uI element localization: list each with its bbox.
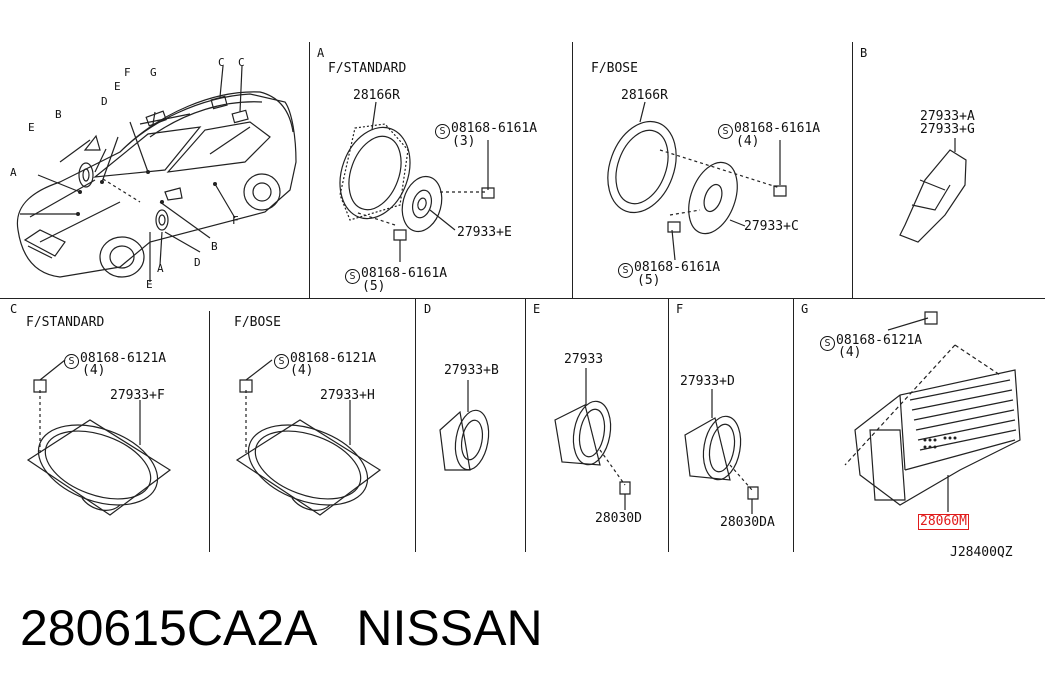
- a-bose-title: F/BOSE: [591, 61, 638, 76]
- bolt-symbol-icon: S: [435, 124, 450, 139]
- part-number: 280615CA2A: [20, 600, 315, 656]
- a-bose-frame-part: 28166R: [621, 88, 668, 103]
- callout-b-2: B: [211, 240, 218, 253]
- brand-name: NISSAN: [356, 600, 543, 656]
- a-standard-title: F/STANDARD: [328, 61, 407, 76]
- c-standard-title: F/STANDARD: [26, 315, 105, 330]
- bolt-symbol-icon: S: [64, 354, 79, 369]
- divider-c-std-bose: [209, 311, 210, 552]
- a-standard-bolt-qty: (3): [452, 134, 476, 149]
- callout-g: G: [150, 66, 157, 79]
- overview-panel: A B C C D E E F F G A B D E: [0, 42, 309, 298]
- callout-b: B: [55, 108, 62, 121]
- c-bose-title: F/BOSE: [234, 315, 281, 330]
- divider-overview-a: [309, 42, 310, 298]
- d-speaker-part: 27933+B: [444, 363, 499, 378]
- bolt-symbol-icon: S: [274, 354, 289, 369]
- callout-a-2: A: [157, 262, 164, 275]
- section-a-letter: A: [317, 46, 325, 60]
- divider-f-g: [793, 298, 794, 552]
- divider-a-b: [852, 42, 853, 298]
- e-bolt-part: 28030D: [595, 511, 642, 526]
- callout-c-2: C: [238, 56, 245, 69]
- a-bose-bolt-qty: (4): [736, 134, 760, 149]
- bolt-symbol-icon: S: [618, 263, 633, 278]
- car-illustration: [0, 42, 309, 298]
- section-g-letter: G: [801, 302, 809, 316]
- b-part-2: 27933+G: [920, 122, 975, 137]
- section-c-letter: C: [10, 302, 18, 316]
- section-d-letter: D: [424, 302, 432, 316]
- callout-e-3: E: [146, 278, 153, 291]
- a-standard-frame-part: 28166R: [353, 88, 400, 103]
- callout-a: A: [10, 166, 17, 179]
- section-f-letter: F: [676, 302, 684, 316]
- section-e-letter: E: [533, 302, 541, 316]
- c-bose-speaker-part: 27933+H: [320, 388, 375, 403]
- f-speaker-part: 27933+D: [680, 374, 735, 389]
- g-amp-part-highlight[interactable]: 28060M: [918, 514, 969, 530]
- c-bose-bolt-qty: (4): [290, 363, 314, 378]
- callout-c-1: C: [218, 56, 225, 69]
- bolt-symbol-icon: S: [345, 269, 360, 284]
- callout-f-2: F: [232, 214, 239, 227]
- a-bose-bolt2-qty: (5): [637, 273, 661, 288]
- callout-e-1: E: [28, 121, 35, 134]
- footer-line: 280615CA2A NISSAN: [20, 598, 543, 658]
- callout-e-2: E: [114, 80, 121, 93]
- a-bose-speaker-part: 27933+C: [744, 219, 799, 234]
- a-standard-bolt2-qty: (5): [362, 279, 386, 294]
- c-standard-speaker-part: 27933+F: [110, 388, 165, 403]
- e-speaker-part: 27933: [564, 352, 604, 367]
- g-bolt-qty: (4): [838, 345, 862, 360]
- a-standard-speaker-part: 27933+E: [457, 225, 512, 240]
- callout-d: D: [101, 95, 108, 108]
- bolt-symbol-icon: S: [820, 336, 835, 351]
- f-bolt-part: 28030DA: [720, 515, 775, 530]
- divider-a-standard-bose: [572, 42, 573, 298]
- callout-d-2: D: [194, 256, 201, 269]
- b-part-1: 27933+A: [920, 109, 975, 124]
- divider-e-f: [668, 298, 669, 552]
- diagram-code: J28400QZ: [950, 545, 1013, 560]
- c-standard-bolt-qty: (4): [82, 363, 106, 378]
- divider-c-d: [415, 298, 416, 552]
- section-b-letter: B: [860, 46, 868, 60]
- divider-d-e: [525, 298, 526, 552]
- divider-top-bottom: [0, 298, 1045, 299]
- bolt-symbol-icon: S: [718, 124, 733, 139]
- callout-f-1: F: [124, 66, 131, 79]
